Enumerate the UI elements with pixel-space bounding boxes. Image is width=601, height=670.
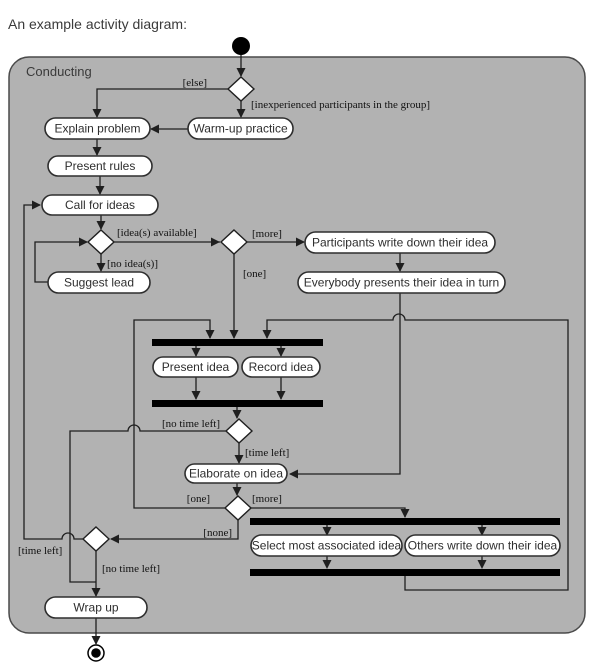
guard-ideas-available: [idea(s) available] <box>117 227 197 239</box>
decision-experience <box>226 76 256 102</box>
node-elaborate <box>184 463 288 484</box>
decision-time-left-bottom <box>81 526 111 552</box>
fork-bar-top <box>152 339 323 346</box>
decision-one-more-none <box>223 495 253 521</box>
arrow-into-wrapup <box>91 588 101 597</box>
decision-ideas-available <box>86 229 116 255</box>
arrow-joinloop-into-fork <box>262 330 272 339</box>
join-bar-bottom <box>250 569 560 576</box>
arrow-into-decision2 <box>96 221 106 230</box>
arrow-into-presentidea <box>191 348 201 357</box>
node-call-for-ideas-label: Call for ideas <box>65 198 135 212</box>
arrow-into-recordidea <box>276 348 286 357</box>
node-others-write <box>404 534 561 557</box>
node-participants-write <box>304 231 496 254</box>
node-wrap-up-label: Wrap up <box>73 601 118 615</box>
arrow-into-callforideas-top <box>95 186 105 195</box>
arrow-into-explain <box>92 109 102 118</box>
node-call-for-ideas <box>41 194 159 216</box>
node-explain-problem-label: Explain problem <box>54 122 140 136</box>
arrow-into-decision1 <box>236 68 246 77</box>
node-everybody-presents <box>297 271 506 294</box>
arrow-oneloop-into-fork <box>205 330 215 339</box>
decision-more-or-one <box>219 229 249 255</box>
arrow-into-warmup <box>236 109 246 118</box>
arrow-more-into-fork2 <box>400 509 410 518</box>
guard-time-left-bottom: [time left] <box>18 545 62 557</box>
arrow-presentidea-into-join <box>191 391 201 400</box>
edge-none <box>111 520 239 540</box>
action-nodes: Explain problem Warm-up practice Present… <box>41 117 561 619</box>
node-record-idea <box>241 356 321 378</box>
guard-else: [else] <box>183 77 207 89</box>
guard-none: [none] <box>203 527 232 539</box>
arrow-recordidea-into-join <box>276 391 286 400</box>
guard-labels: [else] [inexperienced participants in th… <box>18 77 430 575</box>
guard-inexperienced: [inexperienced participants in the group… <box>251 99 430 111</box>
guard-one-mid: [one] <box>187 493 210 505</box>
node-suggest-lead-label: Suggest lead <box>64 276 134 290</box>
arrow-into-callforideas-left <box>32 200 41 210</box>
node-present-rules <box>47 155 153 177</box>
node-select-most <box>250 534 403 557</box>
node-everybody-presents-label: Everybody presents their idea in turn <box>304 276 499 290</box>
page-title: An example activity diagram: <box>8 16 187 32</box>
node-present-idea <box>152 356 239 378</box>
edge-time-left-bottom-loop <box>23 204 83 540</box>
partition-label: Conducting <box>26 64 92 79</box>
fork-bar-bottom <box>250 518 560 525</box>
node-participants-write-label: Participants write down their idea <box>312 236 488 250</box>
node-warm-up <box>187 117 294 140</box>
arrow-into-final <box>91 636 101 645</box>
node-elaborate-label: Elaborate on idea <box>189 467 283 481</box>
arrow-one-into-fork <box>229 330 239 339</box>
arrow-into-explain-right <box>150 124 159 134</box>
node-record-idea-label: Record idea <box>249 360 314 374</box>
edge-one-loop-to-fork <box>133 319 225 509</box>
arrow-into-suggestlead <box>96 263 106 272</box>
guard-no-ideas: [no idea(s)] <box>107 258 158 270</box>
final-node-core <box>91 648 101 658</box>
guard-more-top: [more] <box>252 228 282 240</box>
guard-no-time-left-mid: [no time left] <box>162 418 220 430</box>
node-select-most-label: Select most associated idea <box>252 539 402 553</box>
arrow-into-elaborate-right <box>289 469 298 479</box>
arrow-into-everybody <box>395 263 405 272</box>
arrow-into-decision2-left <box>79 237 88 247</box>
node-wrap-up <box>44 596 148 619</box>
node-present-idea-label: Present idea <box>162 360 230 374</box>
guard-one-top: [one] <box>243 268 266 280</box>
edge-everybody-to-elaborate <box>290 293 401 475</box>
node-suggest-lead <box>47 271 151 294</box>
arrow-into-decision4 <box>232 410 242 419</box>
arrow-into-participants <box>296 237 305 247</box>
guard-time-left-mid: [time left] <box>245 447 289 459</box>
arrow-into-presentrules <box>92 147 102 156</box>
edge-join-loop-to-fork <box>266 313 569 591</box>
arrow-into-elaborate-top <box>234 455 244 464</box>
edge-no-time-left-mid <box>69 424 226 583</box>
edge-suggestlead-loop <box>34 241 87 283</box>
arrow-none-into-decision6 <box>110 534 119 544</box>
arrow-into-decision3 <box>211 237 220 247</box>
guard-more-mid: [more] <box>252 493 282 505</box>
arrow-into-decision5 <box>232 487 242 496</box>
join-bar-top <box>152 400 323 407</box>
guard-no-time-left-bottom: [no time left] <box>102 563 160 575</box>
initial-node <box>232 37 250 55</box>
edge-else <box>96 88 228 117</box>
decision-time-left-mid <box>224 418 254 444</box>
node-others-write-label: Others write down their idea <box>408 539 558 553</box>
node-present-rules-label: Present rules <box>65 159 136 173</box>
node-explain-problem <box>44 117 151 140</box>
node-warm-up-label: Warm-up practice <box>193 122 288 136</box>
